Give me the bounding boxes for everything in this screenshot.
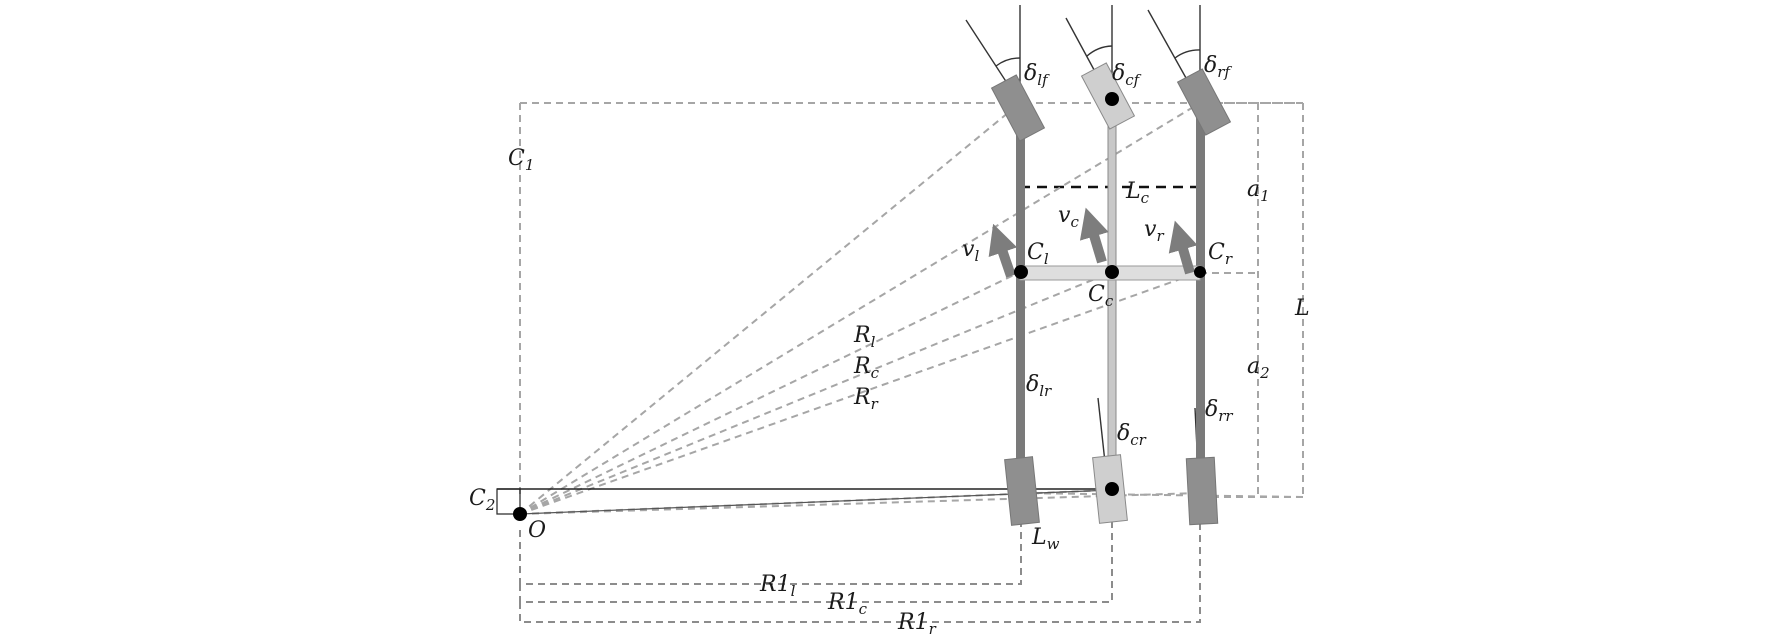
label-a1: a1 (1247, 177, 1270, 205)
label-vl: vl (962, 237, 979, 265)
cr-point (1194, 266, 1206, 278)
vc-arrow (1079, 207, 1109, 264)
label-rl: Rl (853, 323, 876, 351)
labels: δlf δcf δrf C1 C2 Lc a1 a2 L vl vc vr Cl… (469, 53, 1310, 638)
label-lw: Lw (1031, 525, 1060, 553)
radius-rr (519, 271, 1201, 515)
left-bar (1016, 103, 1025, 493)
left-rear-wheel (1004, 456, 1040, 526)
left-front-wheel (990, 74, 1046, 142)
radius-rc (519, 271, 1113, 515)
label-delta-cf: δcf (1112, 61, 1142, 89)
label-a2: a2 (1247, 354, 1270, 382)
radius-to-right-rear (519, 492, 1201, 515)
right-front-wheel (1176, 68, 1232, 136)
label-c2: C2 (469, 486, 495, 514)
key-points (513, 92, 1206, 521)
center-front-point (1105, 92, 1119, 106)
radius-to-right-front (519, 102, 1201, 515)
lf-angle-arc (995, 57, 1021, 67)
cc-point (1105, 265, 1119, 279)
label-c1: C1 (508, 146, 534, 174)
dimension-frame (519, 102, 1304, 498)
cf-angle-arc (1086, 45, 1113, 57)
label-rc: Rc (853, 354, 880, 382)
turning-radius-lines (519, 102, 1201, 515)
label-vc: vc (1058, 203, 1079, 231)
r1-c-line (519, 505, 1113, 603)
r1-r-line (519, 505, 1201, 623)
r1-dimensions (519, 505, 1201, 623)
label-cl: Cl (1027, 240, 1049, 268)
label-lc: Lc (1125, 179, 1150, 207)
label-r1-c: R1c (827, 590, 868, 618)
label-delta-rf: δrf (1204, 53, 1232, 81)
radius-rl (519, 271, 1021, 515)
r1-l-line (519, 505, 1022, 585)
right-bar (1196, 103, 1205, 493)
label-rr: Rr (853, 385, 879, 413)
vl-arrow (988, 223, 1018, 278)
rf-angle-arc (1174, 49, 1201, 59)
center-rear-point (1105, 482, 1119, 496)
origin-point (513, 507, 527, 521)
vr-arrow (1168, 220, 1198, 275)
label-r1-l: R1l (759, 572, 796, 600)
label-r1-r: R1r (897, 610, 937, 638)
label-delta-lr: δlr (1026, 372, 1052, 400)
label-cc: Cc (1088, 282, 1114, 310)
label-vr: vr (1144, 217, 1164, 245)
label-delta-cr: δcr (1117, 421, 1147, 449)
label-cr: Cr (1208, 240, 1233, 268)
label-o: O (528, 518, 546, 543)
velocity-arrows (988, 207, 1198, 278)
right-rear-wheel (1185, 456, 1219, 526)
label-delta-rr: δrr (1205, 397, 1233, 425)
label-l: L (1294, 296, 1310, 321)
label-delta-lf: δlf (1024, 61, 1050, 89)
cl-point (1014, 265, 1028, 279)
